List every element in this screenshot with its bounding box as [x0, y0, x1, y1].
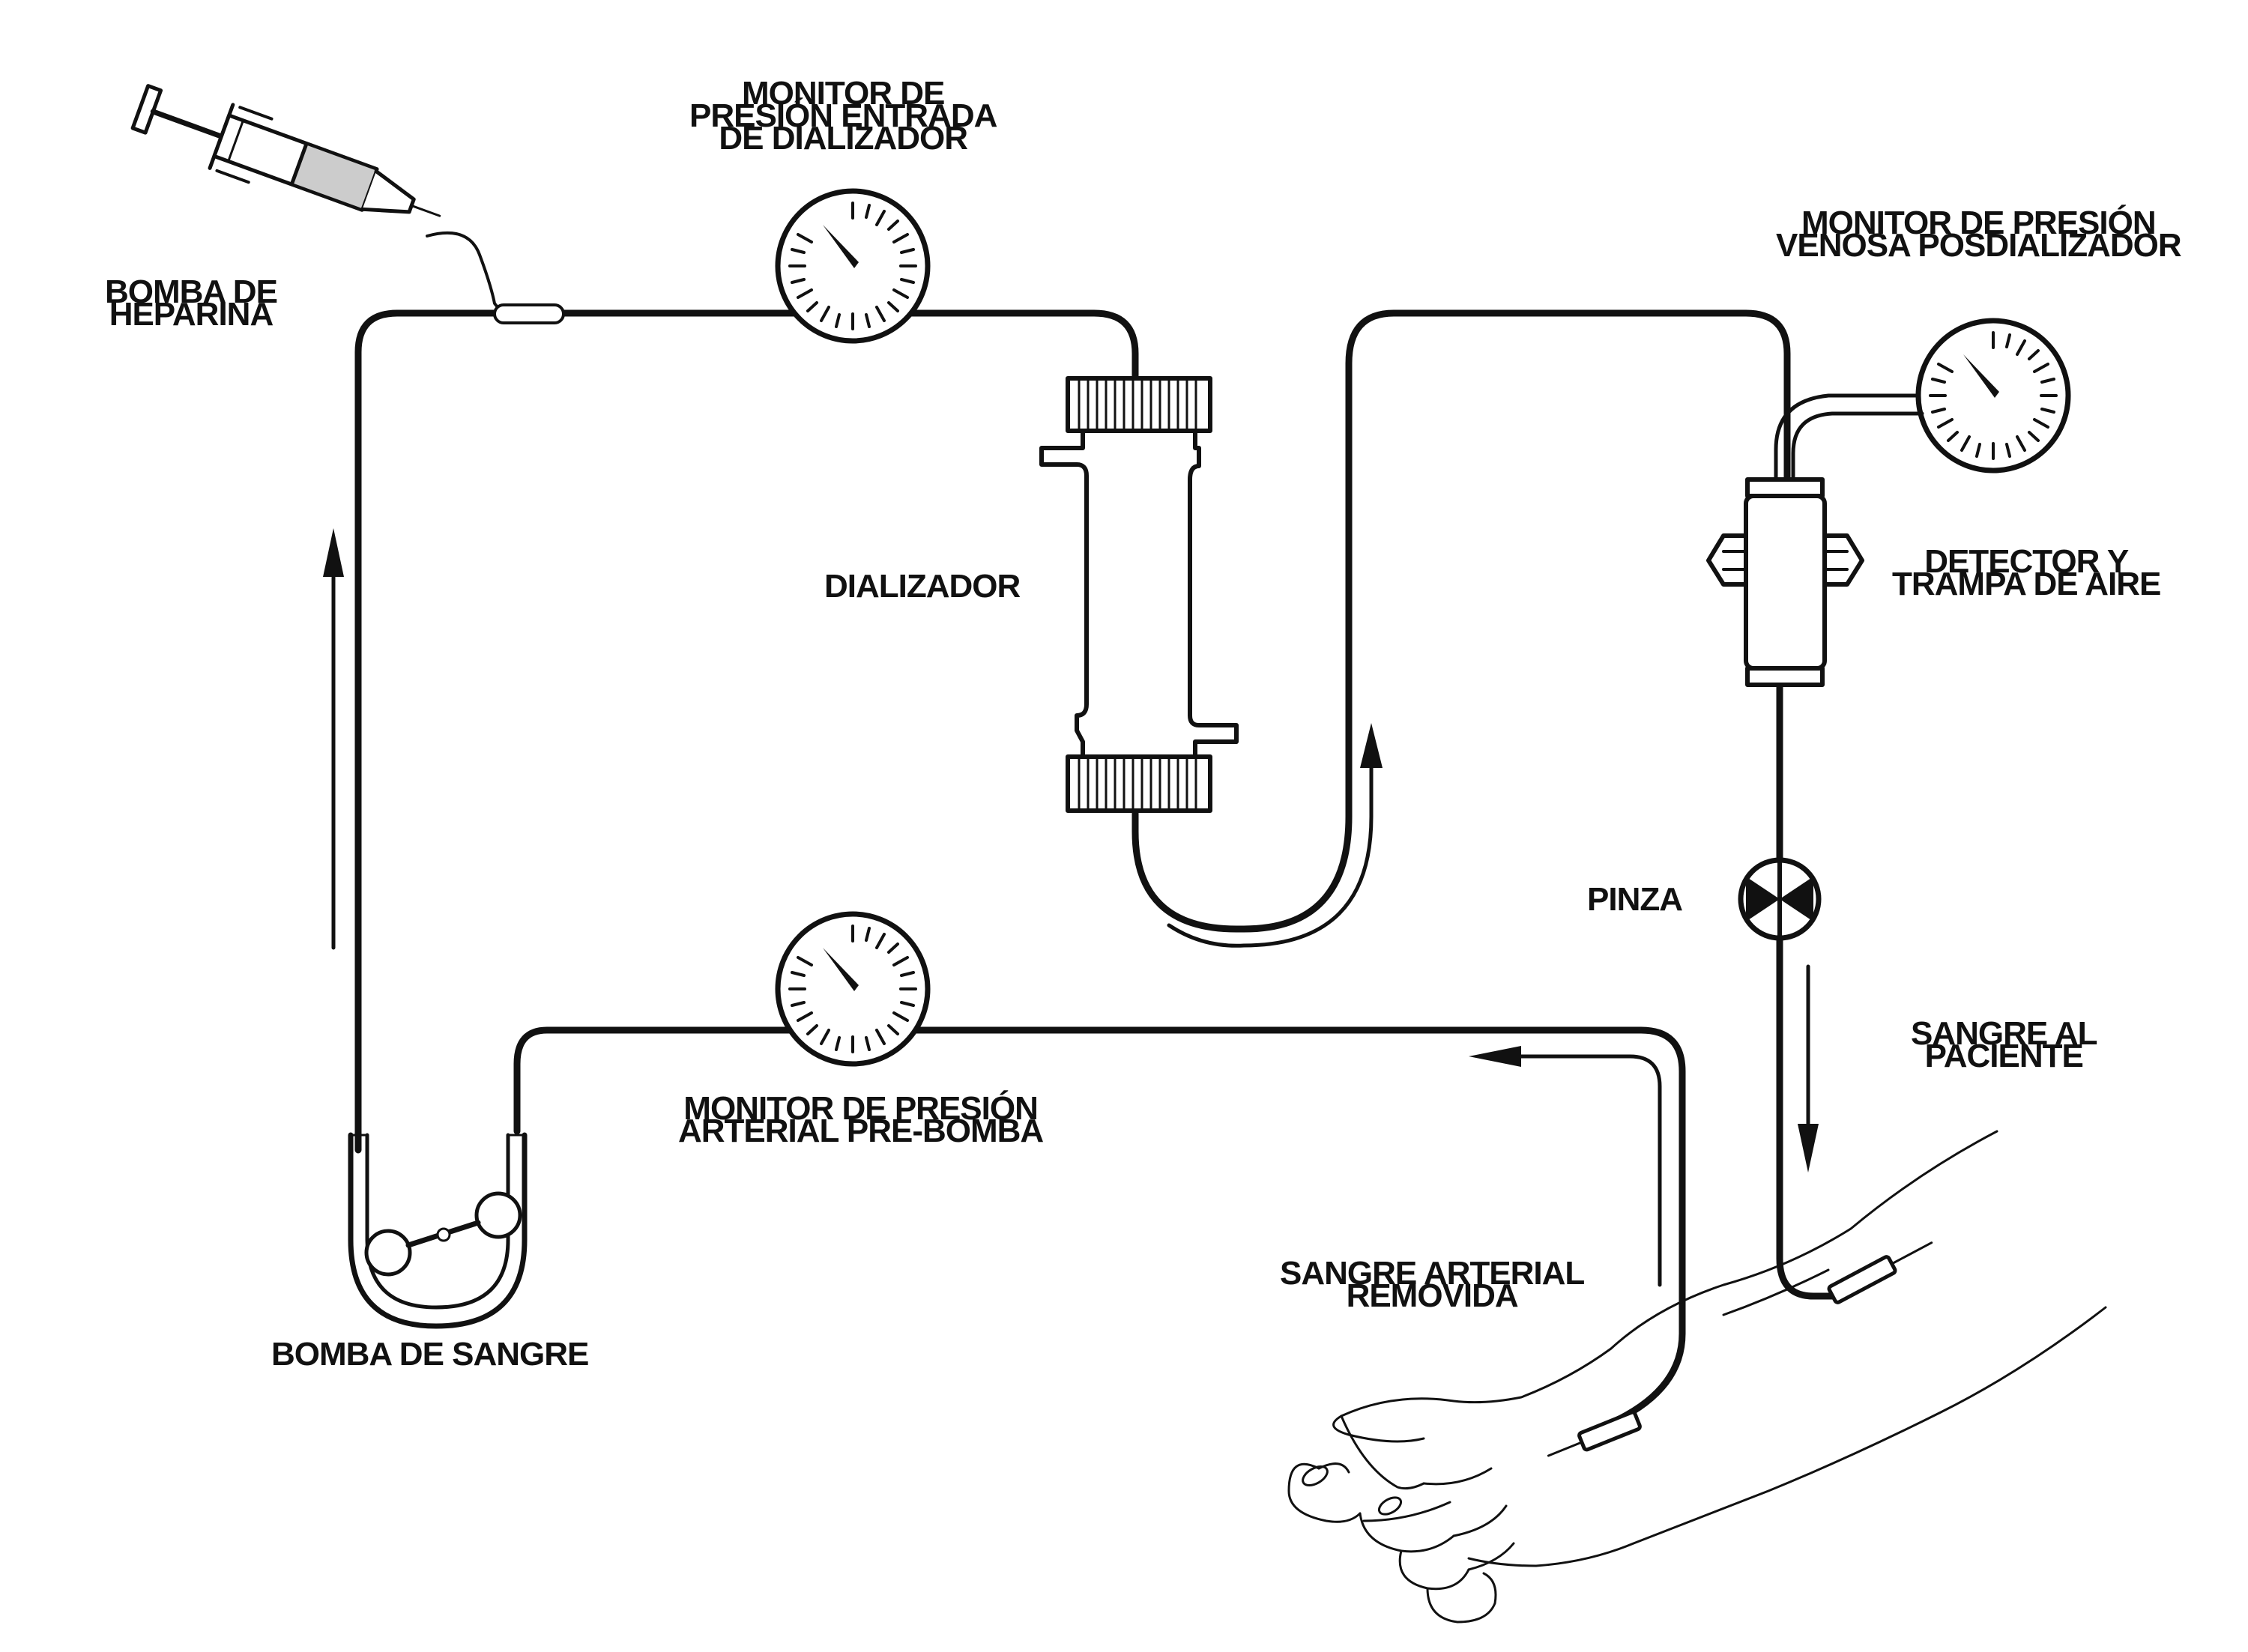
tubing-venous-return: [1776, 682, 1843, 1300]
flow-arrow-dialyzer-outlet: [1167, 754, 1374, 948]
venous-gauge-line: [1774, 393, 1921, 482]
dialyzer-label: DIALIZADOR: [824, 568, 1021, 605]
arterial-pressure-monitor-label: MONITOR DE PRESIÓN ARTERIAL PRE-BOMBA: [678, 1090, 1044, 1149]
tubing-dialyzer-outlet: [1131, 309, 1791, 933]
arterial-pressure-label-line1: MONITOR DE PRESIÓN: [683, 1090, 1039, 1127]
heparin-connector: [493, 303, 565, 324]
heparin-pump-label-line1: BOMBA DE: [105, 273, 278, 310]
arterial-pressure-label-line2: ARTERIAL PRE-BOMBA: [678, 1113, 1044, 1149]
air-trap-detector: [1706, 477, 1864, 687]
air-trap-label-line2: TRAMPA DE AIRE: [1892, 566, 2161, 602]
blood-to-patient-label-line1: SANGRE AL: [1911, 1015, 2097, 1052]
patient-arm: [1287, 1130, 2107, 1624]
blood-removed-label-line1: SANGRE ARTERIAL: [1280, 1255, 1585, 1292]
inlet-pressure-label-line2: PRESIÓN ENTRADA: [689, 97, 997, 134]
heparin-syringe: [130, 84, 441, 217]
clamp-valve: [1738, 857, 1822, 941]
gauge-venous-post-dialyzer: [1915, 318, 2071, 473]
blood-pump: [348, 1132, 528, 1329]
inlet-pressure-label-line1: MONITOR DE: [742, 75, 945, 112]
dialyzer-label-text: DIALIZADOR: [824, 568, 1021, 605]
heparin-pump-label-line2: HEPARINA: [109, 296, 274, 333]
blood-removed-label: SANGRE ARTERIAL REMOVIDA: [1280, 1255, 1585, 1314]
tubing-arterial-inflow: [513, 1026, 1686, 1438]
blood-to-patient-label-line2: PACIENTE: [1924, 1038, 2084, 1074]
venous-pressure-label-line2: VENOSA POSDIALIZADOR: [1776, 227, 2182, 264]
venous-needle: [1827, 1241, 1933, 1304]
blood-pump-label-text: BOMBA DE SANGRE: [271, 1336, 589, 1373]
clamp-label-text: PINZA: [1587, 881, 1683, 918]
venous-pressure-monitor-label: MONITOR DE PRESIÓN VENOSA POSDIALIZADOR: [1776, 205, 2182, 264]
inlet-pressure-monitor-label: MONITOR DE PRESIÓN ENTRADA DE DIALIZADOR: [689, 75, 997, 157]
flow-arrow-arterial-return: [1504, 1054, 1662, 1287]
air-trap-label-line1: DETECTOR Y: [1924, 543, 2129, 580]
heparin-pump-label: BOMBA DE HEPARINA: [105, 273, 278, 333]
gauge-arterial-pre-pump: [775, 911, 931, 1067]
tubing-top-left: [354, 309, 1139, 1154]
blood-pump-label: BOMBA DE SANGRE: [271, 1336, 589, 1373]
clamp-label: PINZA: [1587, 881, 1683, 918]
venous-pressure-label-line1: MONITOR DE PRESIÓN: [1801, 205, 2157, 241]
inlet-pressure-label-line3: DE DIALIZADOR: [719, 120, 968, 157]
gauge-dialyzer-inlet: [775, 188, 931, 344]
dialyzer: [1039, 376, 1239, 813]
blood-to-patient-label: SANGRE AL PACIENTE: [1911, 1015, 2097, 1074]
blood-removed-label-line2: REMOVIDA: [1346, 1277, 1519, 1314]
air-trap-label: DETECTOR Y TRAMPA DE AIRE: [1892, 543, 2161, 602]
arterial-needle: [1547, 1410, 1642, 1457]
